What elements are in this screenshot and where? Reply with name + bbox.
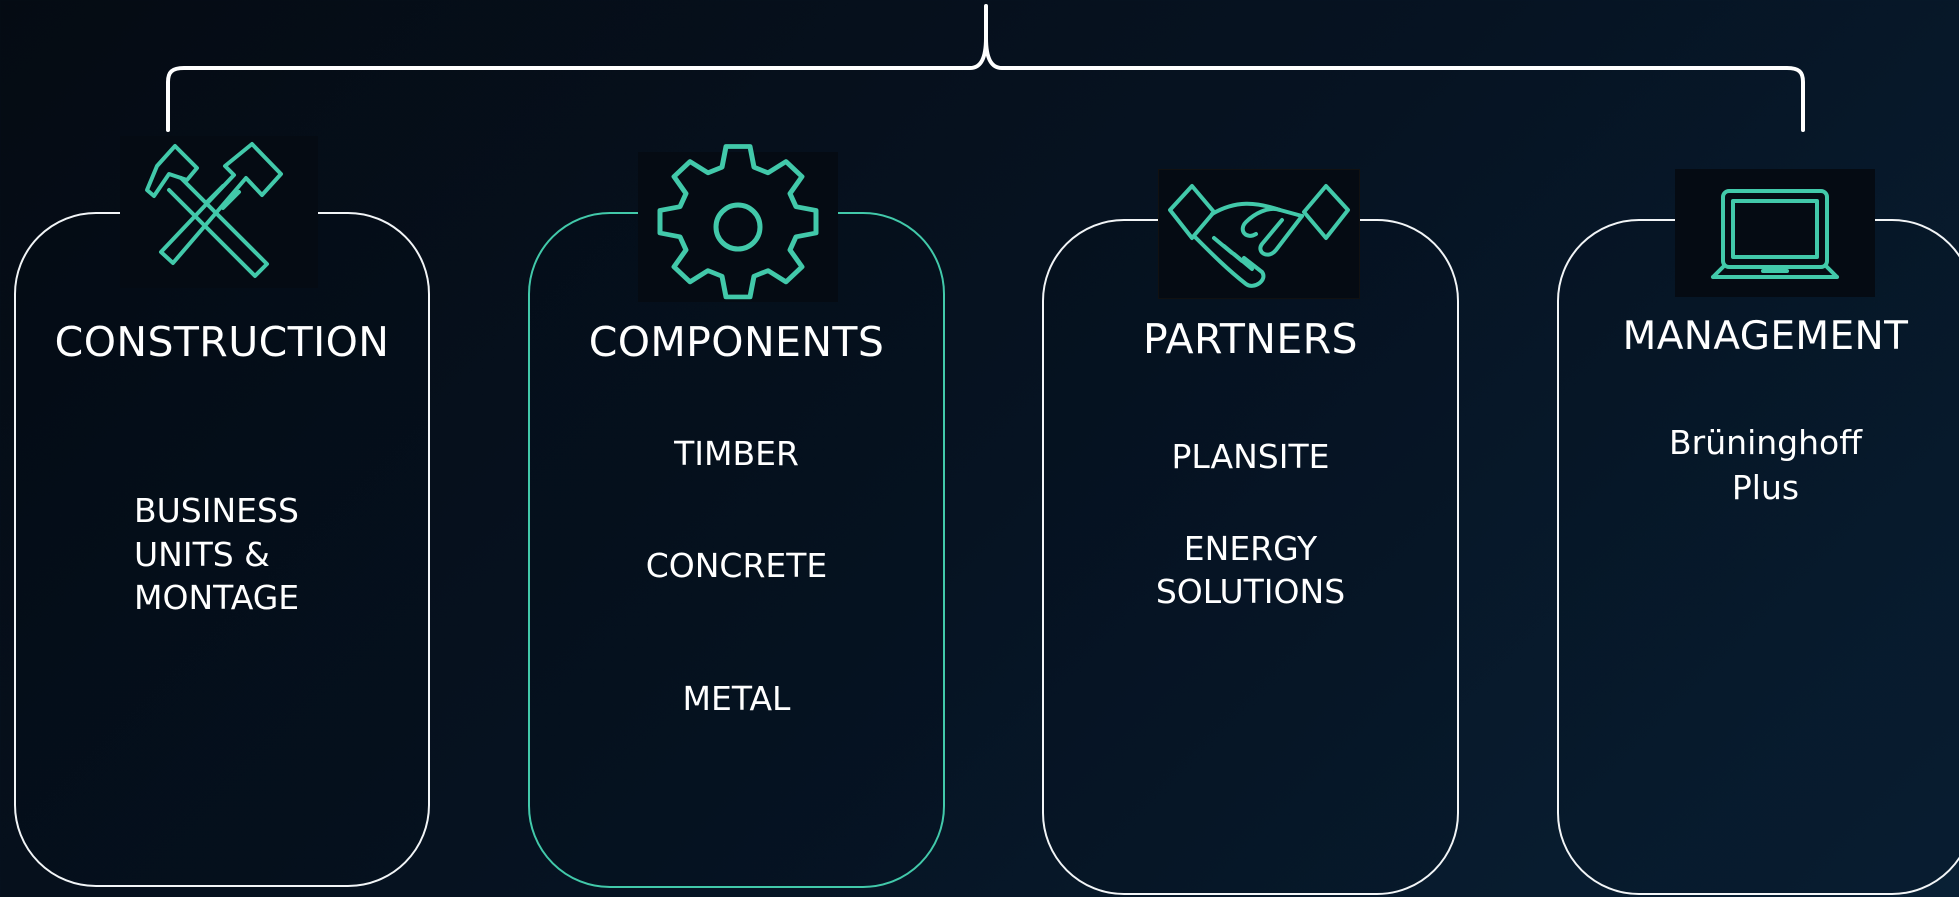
card-title: COMPONENTS: [588, 318, 885, 366]
card-title: MANAGEMENT: [1622, 314, 1909, 359]
card-items: TIMBER CONCRETE METAL: [530, 432, 943, 721]
card-title: CONSTRUCTION: [54, 318, 390, 366]
gear-icon-plate: [638, 144, 838, 302]
list-item: PLANSITE: [1171, 437, 1330, 476]
list-item: TIMBER: [674, 434, 799, 473]
hammer-icon: [145, 142, 283, 278]
handshake-icon-plate: [1158, 169, 1360, 299]
list-item: METAL: [682, 679, 791, 719]
card-items: BUSINESS UNITS & MONTAGE: [134, 489, 354, 620]
bracket-line: [166, 4, 1805, 132]
gear-icon: [657, 144, 819, 300]
laptop-icon: [1711, 189, 1839, 279]
list-item: BUSINESS: [134, 491, 299, 530]
card-items: Brüninghoff Plus: [1559, 421, 1959, 510]
list-item: MONTAGE: [134, 578, 300, 618]
list-item: UNITS &: [134, 534, 270, 574]
partners-card: PARTNERS PLANSITE ENERGY SOLUTIONS: [1042, 169, 1459, 895]
card-items: PLANSITE ENERGY SOLUTIONS: [1044, 435, 1457, 614]
laptop-icon-plate: [1675, 169, 1875, 297]
card-title: PARTNERS: [1143, 315, 1358, 363]
list-item: Brüninghoff: [1669, 423, 1862, 462]
list-item: ENERGY: [1183, 528, 1318, 568]
handshake-icon: [1168, 184, 1350, 288]
management-card: MANAGEMENT Brüninghoff Plus: [1557, 169, 1959, 895]
list-item: CONCRETE: [645, 545, 828, 585]
construction-card: CONSTRUCTION BUSINESS UNITS & MONTAGE: [14, 136, 430, 887]
components-card: COMPONENTS TIMBER CONCRETE METAL: [528, 144, 945, 888]
hammer-icon-plate: [120, 136, 318, 288]
list-item: Plus: [1731, 467, 1800, 507]
list-item: SOLUTIONS: [1155, 572, 1346, 612]
